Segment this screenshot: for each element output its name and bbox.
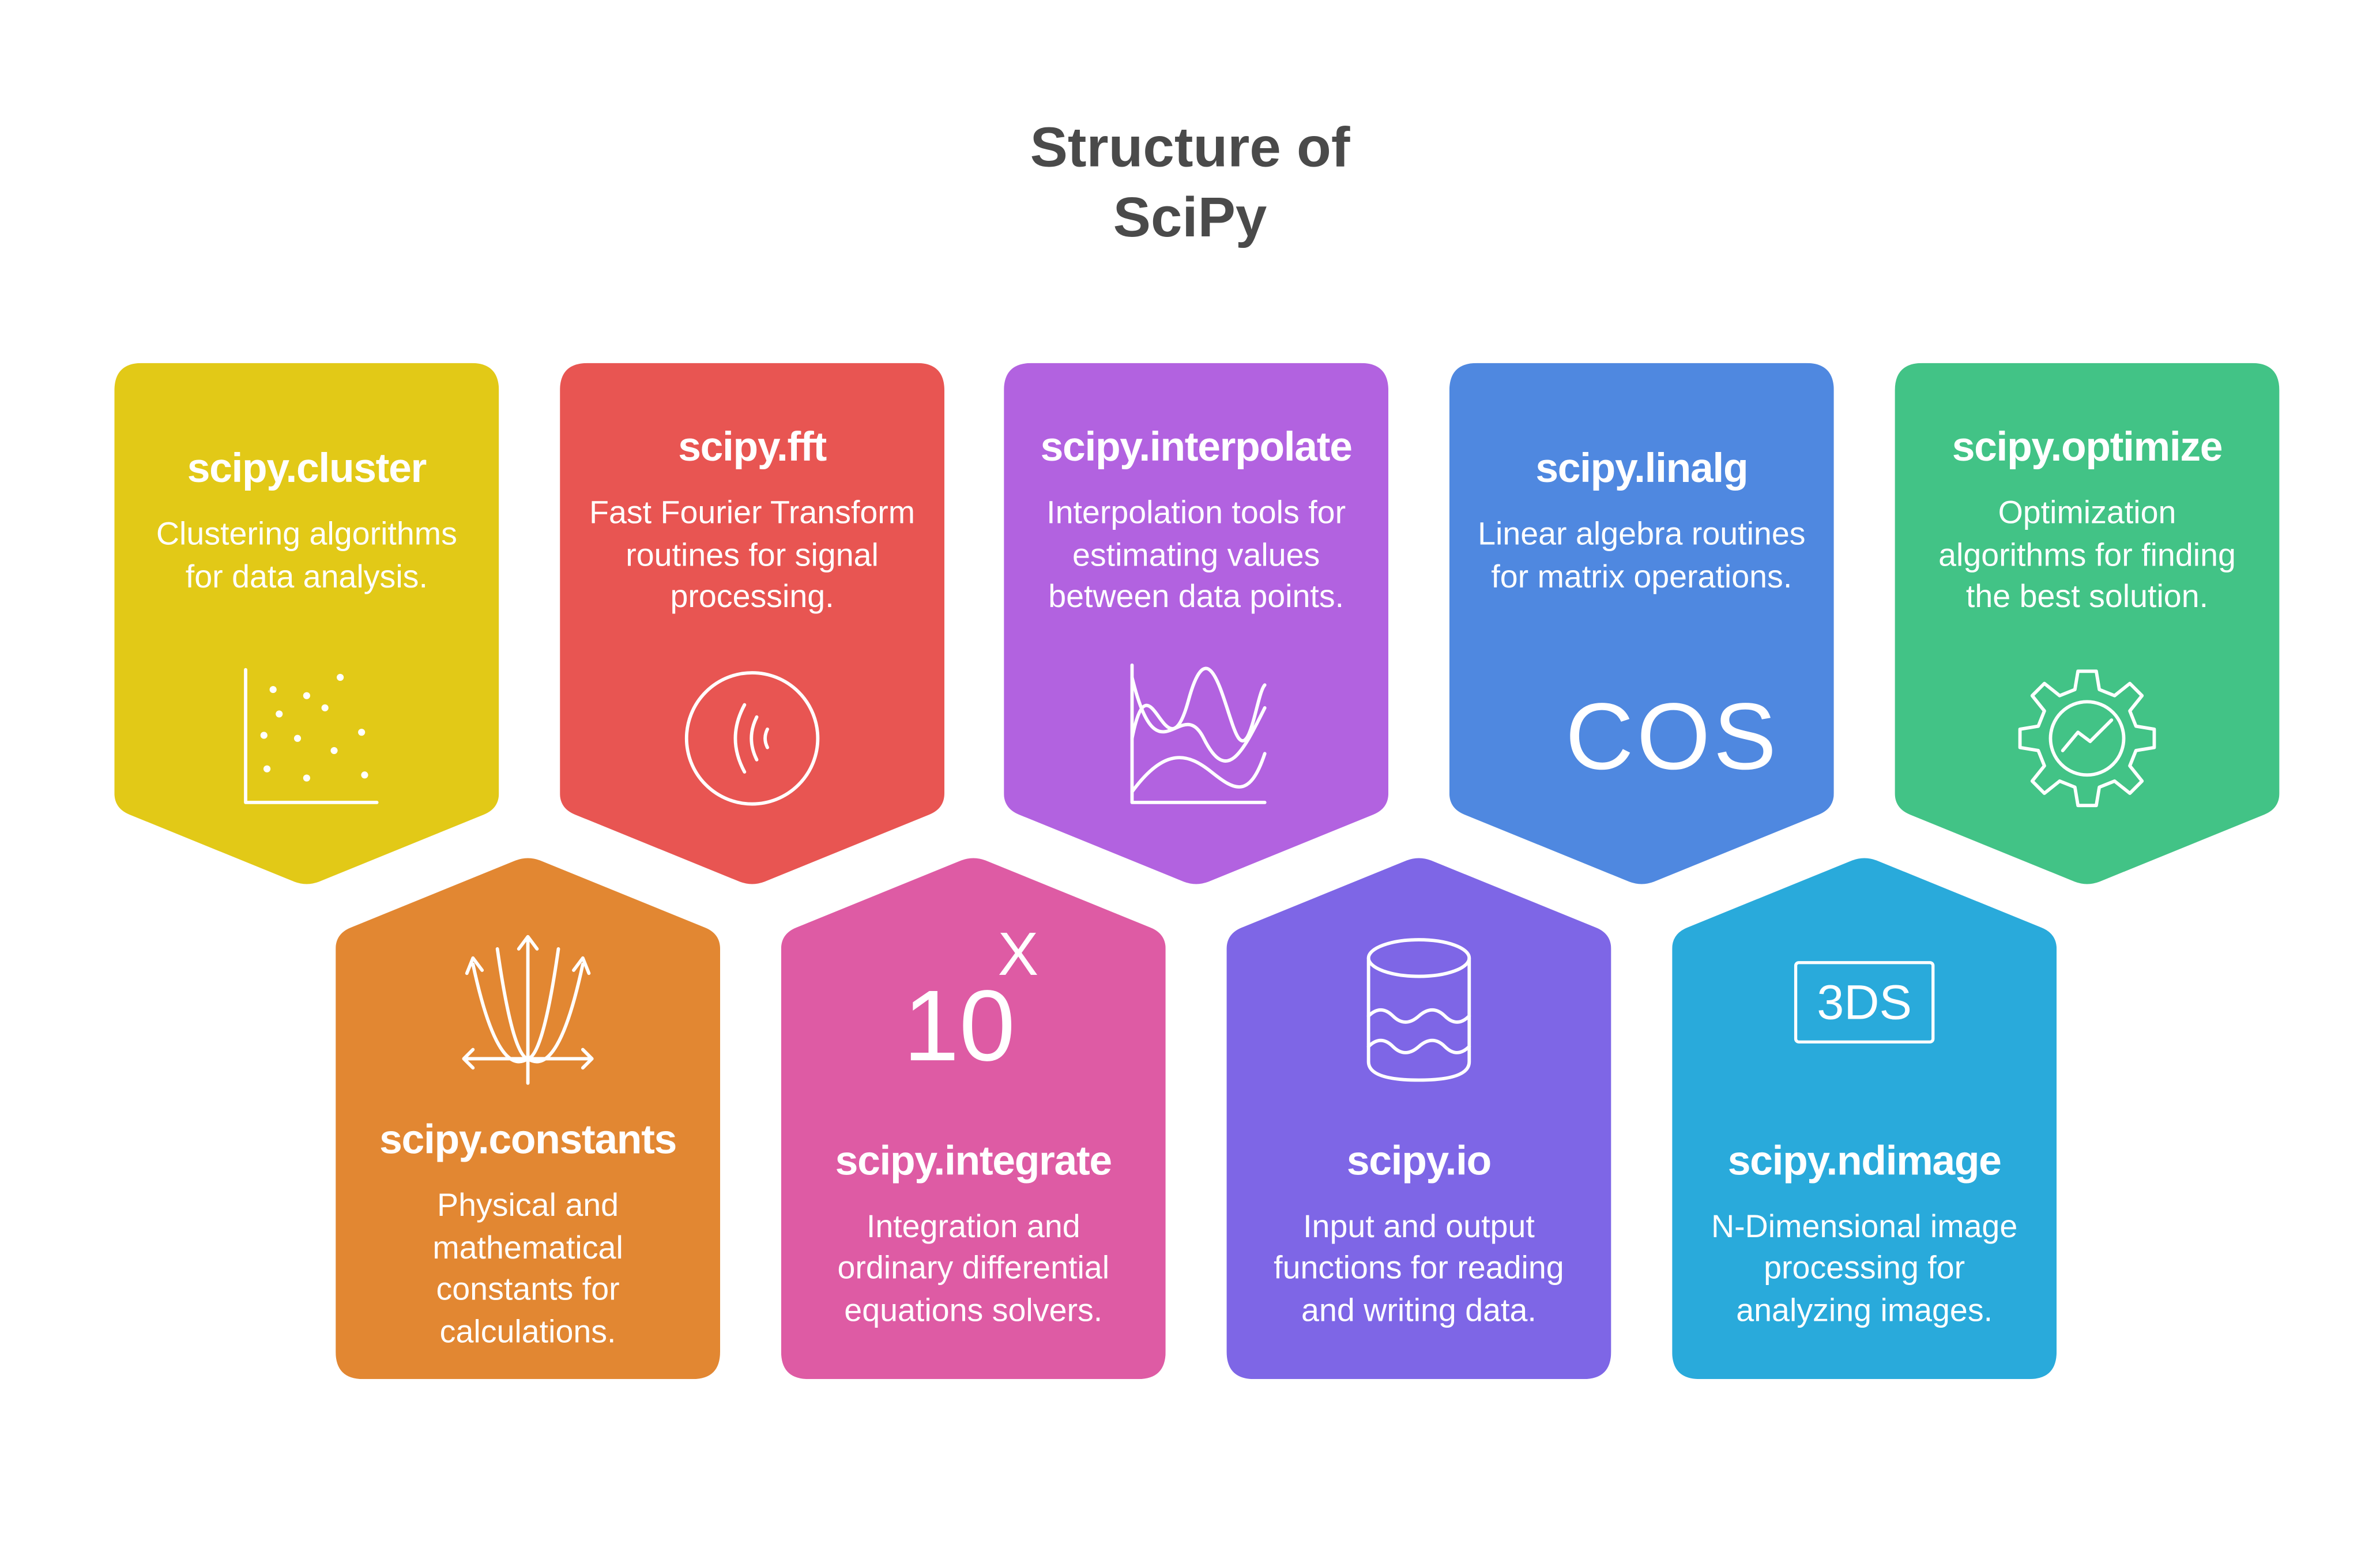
3ds-icon: 3DS: [1788, 933, 1941, 1086]
card-description: Linear algebra routines for matrix opera…: [1478, 517, 1806, 594]
cos-icon: COS: [1565, 662, 1780, 815]
card-title: scipy.constants: [379, 1117, 677, 1163]
scatter-plot-icon: [231, 662, 383, 815]
card-shape: [1226, 858, 1611, 1380]
card-description: N-Dimensional image processing for analy…: [1711, 1209, 2018, 1329]
card-description: Integration and ordinary differential eq…: [837, 1209, 1110, 1329]
card-title: scipy.optimize: [1952, 424, 2223, 470]
title-line-2: SciPy: [1113, 186, 1267, 249]
exponent-text: X: [997, 921, 1039, 989]
card-description: Optimization algorithms for finding the …: [1938, 496, 2236, 616]
card-shape: [114, 363, 499, 884]
card-shape: [781, 858, 1166, 1380]
card-description: Interpolation tools for estimating value…: [1046, 496, 1346, 616]
card-title: scipy.ndimage: [1727, 1137, 2002, 1184]
curves-chart-icon: [1120, 662, 1272, 815]
card-description: Fast Fourier Transform routines for sign…: [589, 496, 916, 616]
gear-chart-icon: [2011, 662, 2164, 815]
card-description: Clustering algorithms for data analysis.: [156, 517, 457, 594]
card-title: scipy.cluster: [187, 445, 427, 492]
card-title: scipy.io: [1346, 1137, 1492, 1184]
card-title: scipy.integrate: [835, 1137, 1112, 1184]
card-shape: [336, 858, 721, 1380]
card-title: scipy.interpolate: [1040, 424, 1353, 470]
card-shape: [1672, 858, 2057, 1380]
parabola-axes-icon: [451, 933, 604, 1086]
diagram-title: Structure of SciPy: [0, 113, 2380, 253]
signal-wave-icon: [676, 662, 829, 815]
card-shape: [1895, 363, 2280, 884]
card-description: Input and output functions for reading a…: [1274, 1209, 1564, 1329]
card-description: Physical and mathematical constants for …: [432, 1188, 623, 1350]
title-line-1: Structure of: [1030, 116, 1350, 179]
base-text: 10: [903, 969, 1015, 1082]
card-title: scipy.fft: [678, 424, 827, 470]
card-shape: [560, 363, 944, 884]
card-title: scipy.linalg: [1535, 445, 1748, 492]
3ds-text: 3DS: [1794, 961, 1935, 1044]
database-icon: [1343, 933, 1496, 1086]
cos-text: COS: [1565, 685, 1780, 790]
card-shape: [1004, 363, 1389, 884]
card-shape: [1449, 363, 1834, 884]
